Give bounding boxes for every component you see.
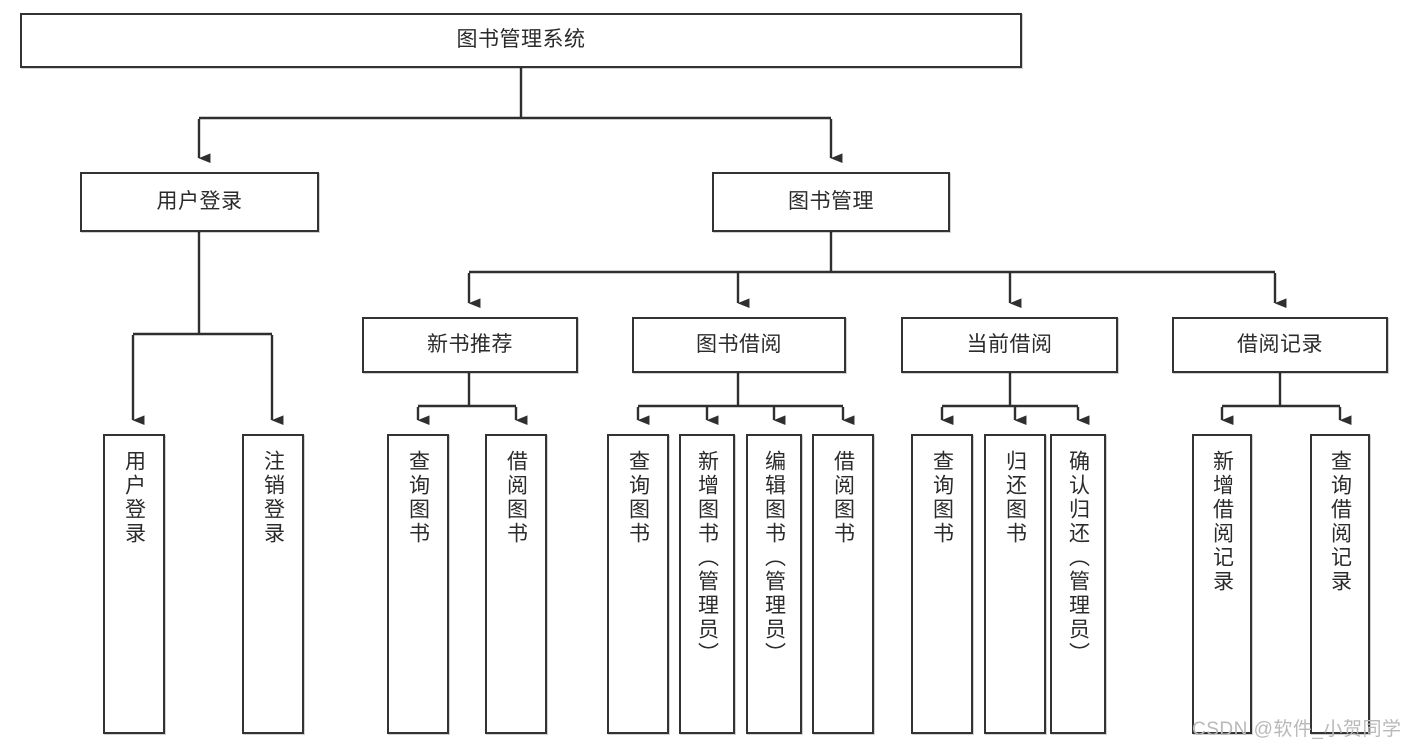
node-root[interactable]: 图书管理系统 (20, 13, 1022, 68)
node-leaf-borrow-book-2-label: 借阅图书 (831, 450, 855, 546)
node-user-login[interactable]: 用户登录 (80, 172, 319, 232)
node-leaf-borrow-book-2[interactable]: 借阅图书 (812, 434, 874, 734)
node-leaf-query-borrow-record[interactable]: 查询借阅记录 (1310, 434, 1370, 734)
node-leaf-edit-book-admin-label: 编辑图书（管理员） (762, 450, 786, 666)
node-new-book-rec-label: 新书推荐 (427, 332, 513, 356)
node-leaf-confirm-return-admin[interactable]: 确认归还（管理员） (1050, 434, 1106, 734)
node-book-manage-label: 图书管理 (788, 189, 874, 213)
node-leaf-query-book-2-label: 查询图书 (626, 450, 650, 546)
node-leaf-add-borrow-record-label: 新增借阅记录 (1210, 450, 1234, 594)
node-leaf-query-book-3-label: 查询图书 (930, 450, 954, 546)
node-leaf-query-book-2[interactable]: 查询图书 (607, 434, 669, 734)
node-leaf-borrow-book-1-label: 借阅图书 (504, 450, 528, 546)
node-leaf-query-book-1-label: 查询图书 (406, 450, 430, 546)
node-leaf-borrow-book-1[interactable]: 借阅图书 (485, 434, 547, 734)
node-new-book-rec[interactable]: 新书推荐 (362, 317, 578, 373)
node-leaf-query-book-1[interactable]: 查询图书 (387, 434, 449, 734)
node-leaf-user-login[interactable]: 用户登录 (103, 434, 165, 734)
node-borrow-record-label: 借阅记录 (1237, 332, 1323, 356)
node-leaf-confirm-return-admin-label: 确认归还（管理员） (1066, 450, 1090, 666)
node-current-borrow[interactable]: 当前借阅 (901, 317, 1118, 373)
node-leaf-query-book-3[interactable]: 查询图书 (911, 434, 973, 734)
node-leaf-user-login-label: 用户登录 (122, 450, 146, 546)
node-book-borrow-label: 图书借阅 (696, 332, 782, 356)
node-leaf-add-book-admin[interactable]: 新增图书（管理员） (679, 434, 735, 734)
node-leaf-return-book[interactable]: 归还图书 (984, 434, 1046, 734)
node-leaf-add-borrow-record[interactable]: 新增借阅记录 (1192, 434, 1252, 734)
node-root-label: 图书管理系统 (456, 28, 586, 52)
node-book-manage[interactable]: 图书管理 (712, 172, 950, 232)
node-leaf-logout[interactable]: 注销登录 (242, 434, 304, 734)
node-leaf-edit-book-admin[interactable]: 编辑图书（管理员） (746, 434, 802, 734)
node-current-borrow-label: 当前借阅 (966, 332, 1053, 356)
node-leaf-query-borrow-record-label: 查询借阅记录 (1328, 450, 1352, 594)
node-leaf-logout-label: 注销登录 (261, 450, 285, 546)
node-book-borrow[interactable]: 图书借阅 (632, 317, 846, 373)
node-leaf-add-book-admin-label: 新增图书（管理员） (695, 450, 719, 666)
csdn-watermark: CSDN @软件_小贺同学 (1192, 719, 1402, 740)
node-leaf-return-book-label: 归还图书 (1003, 450, 1027, 546)
node-borrow-record[interactable]: 借阅记录 (1172, 317, 1388, 373)
node-user-login-label: 用户登录 (156, 189, 243, 213)
